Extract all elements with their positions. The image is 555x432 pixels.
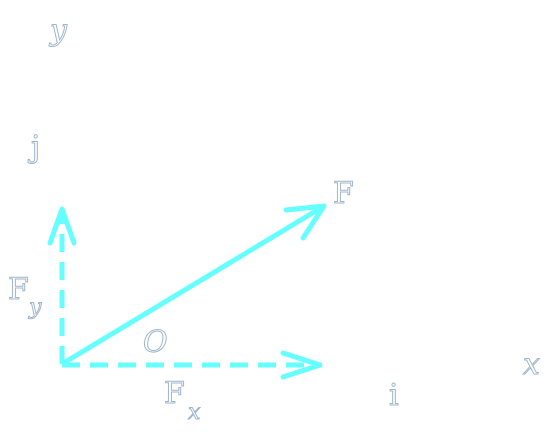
force-component-fy bbox=[47, 206, 77, 364]
fx-subscript: x bbox=[188, 400, 201, 425]
unit-vector-j-label: j bbox=[28, 130, 40, 165]
fy-label: F bbox=[8, 272, 29, 307]
fy-subscript: y bbox=[28, 295, 42, 320]
fx-label: F bbox=[164, 376, 185, 411]
force-vector-f bbox=[60, 203, 327, 367]
unit-vector-i-label: i bbox=[389, 378, 399, 413]
x-axis-label: x bbox=[523, 347, 540, 382]
y-axis-label: y bbox=[48, 13, 68, 48]
force-f-label: F bbox=[333, 176, 354, 211]
force-component-fx bbox=[62, 350, 323, 380]
origin-label: O bbox=[143, 325, 168, 360]
